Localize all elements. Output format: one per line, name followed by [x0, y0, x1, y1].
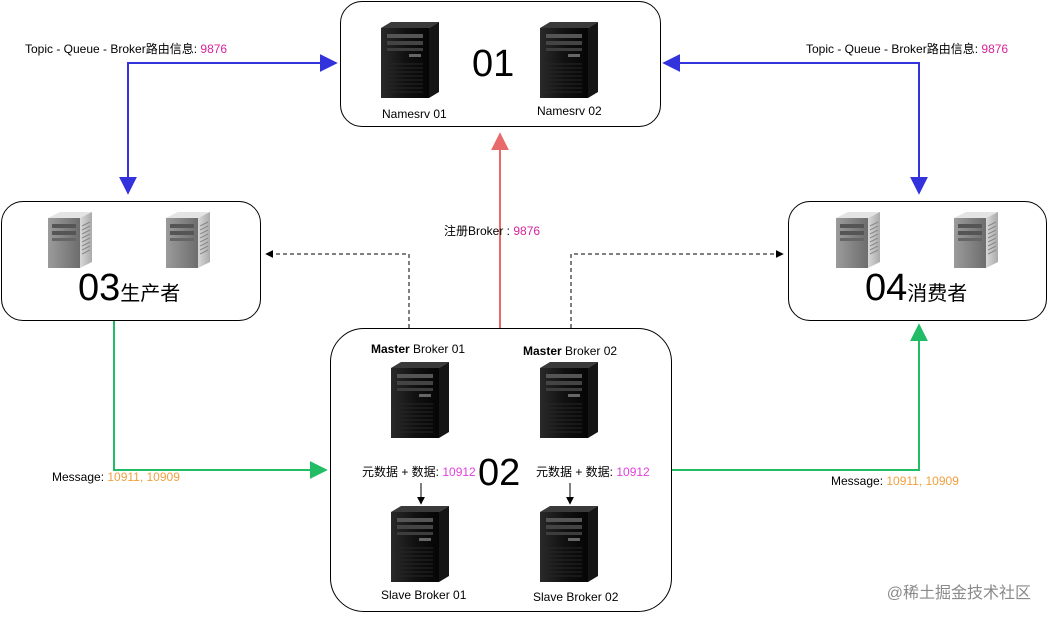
producer-server-1 — [47, 211, 93, 269]
producer-heading: 03生产者 — [78, 268, 180, 314]
message-ports-left: 10911, 10909 — [107, 470, 180, 484]
route-label-right: Topic - Queue - Broker路由信息: 9876 — [806, 42, 1008, 56]
route-text-right: Topic - Queue - Broker路由信息: — [806, 42, 982, 56]
master-name-01: Broker 01 — [413, 342, 466, 356]
route-port-right: 9876 — [981, 42, 1009, 56]
namesrv-01-server — [380, 21, 440, 99]
message-consumer-line — [672, 323, 928, 471]
producer-number: 03 — [78, 267, 121, 309]
producer-title: 生产者 — [120, 283, 181, 305]
master-broker-01-label: Master Broker 01 — [371, 342, 465, 356]
consumer-box — [788, 201, 1047, 321]
sync-label-02: 元数据 + 数据: 10912 — [536, 465, 650, 479]
producer-broker-dashed-line — [265, 250, 410, 328]
namesrv-02-label: Namesrv 02 — [537, 104, 602, 118]
route-consumer-line — [662, 54, 928, 195]
register-text: 注册Broker : — [444, 224, 514, 238]
message-label-right: Message: 10911, 10909 — [831, 474, 959, 488]
consumer-server-1 — [835, 211, 881, 269]
route-label-left: Topic - Queue - Broker路由信息: 9876 — [25, 42, 227, 56]
producer-box — [1, 201, 261, 321]
master-role-02: Master — [523, 344, 562, 358]
route-port-left: 9876 — [200, 42, 228, 56]
sync-port-01: 10912 — [442, 465, 476, 479]
sync-port-02: 10912 — [616, 465, 650, 479]
master-role-01: Master — [371, 342, 410, 356]
register-port: 9876 — [513, 224, 541, 238]
message-ports-right: 10911, 10909 — [886, 474, 959, 488]
route-text-left: Topic - Queue - Broker路由信息: — [25, 42, 201, 56]
message-label-left: Message: 10911, 10909 — [52, 470, 180, 484]
nameserver-number: 01 — [472, 43, 515, 85]
master-broker-01-server — [390, 361, 450, 439]
broker-number: 02 — [478, 452, 521, 494]
consumer-number: 04 — [865, 267, 908, 309]
sync-label-01: 元数据 + 数据: 10912 — [362, 465, 476, 479]
message-producer-line — [113, 321, 328, 479]
slave-broker-02-label: Slave Broker 02 — [533, 590, 619, 604]
register-label: 注册Broker : 9876 — [444, 224, 540, 238]
slave-broker-01-label: Slave Broker 01 — [381, 588, 467, 602]
route-producer-line — [119, 54, 338, 195]
consumer-server-2 — [953, 211, 999, 269]
slave-broker-02-server — [539, 505, 599, 583]
master-broker-02-server — [539, 361, 599, 439]
message-text-right: Message: — [831, 474, 887, 488]
consumer-heading: 04消费者 — [865, 268, 967, 314]
master-broker-02-label: Master Broker 02 — [523, 344, 617, 358]
message-text-left: Message: — [52, 470, 108, 484]
producer-server-2 — [165, 211, 211, 269]
broker-cluster-box — [330, 328, 672, 612]
namesrv-01-label: Namesrv 01 — [382, 107, 447, 121]
sync-text-01: 元数据 + 数据: — [362, 465, 443, 479]
slave-broker-01-server — [390, 505, 450, 583]
watermark: @稀土掘金技术社区 — [886, 585, 1031, 602]
consumer-title: 消费者 — [907, 283, 968, 305]
sync-text-02: 元数据 + 数据: — [536, 465, 617, 479]
namesrv-02-server — [539, 21, 599, 99]
consumer-broker-dashed-line — [570, 250, 784, 328]
master-name-02: Broker 02 — [565, 344, 618, 358]
